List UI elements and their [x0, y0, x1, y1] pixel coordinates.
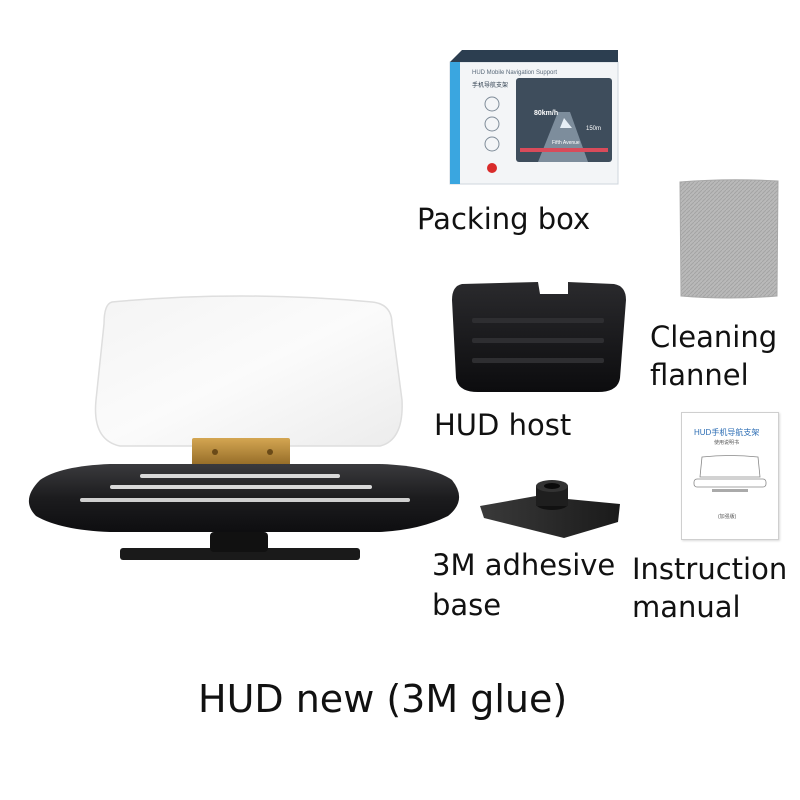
box-street: Fifth Avenue: [552, 140, 580, 146]
hud-reflector-glass: [94, 295, 403, 447]
manual-title: HUD手机导航支架: [694, 428, 760, 437]
manual-subtitle: 使用说明书: [714, 440, 740, 446]
box-title-cn: 手机导航支架: [472, 83, 509, 89]
box-speed: 80km/h: [534, 110, 559, 117]
cleaning-flannel-label-1: Cleaning: [650, 320, 778, 354]
cleaning-flannel-label-2: flannel: [650, 358, 749, 392]
hud-product-image: [28, 295, 460, 560]
manual-diagram: [693, 455, 767, 492]
adhesive-base-label-1: 3M adhesive: [432, 548, 616, 582]
instruction-manual-label-1: Instruction: [632, 552, 788, 586]
adhesive-base-label-2: base: [432, 588, 502, 622]
adhesive-base-image: [480, 480, 620, 538]
instruction-manual-label-2: manual: [632, 590, 741, 624]
hud-host-image: [452, 282, 626, 392]
hud-host-label: HUD host: [434, 408, 572, 442]
cleaning-flannel-image: [679, 179, 779, 299]
box-distance: 150m: [586, 126, 602, 132]
instruction-manual-image: HUD手机导航支架 使用说明书 (加强版): [681, 412, 779, 540]
packing-box-image: HUD Mobile Navigation Support 手机导航支架 80k…: [448, 48, 620, 190]
box-title-en: HUD Mobile Navigation Support: [472, 70, 558, 76]
product-caption: HUD new (3M glue): [198, 677, 568, 721]
manual-footer: (加强版): [718, 514, 737, 520]
hud-bracket: [192, 438, 290, 468]
hud-mount-bar: [120, 548, 360, 560]
packing-box-label: Packing box: [417, 202, 591, 236]
